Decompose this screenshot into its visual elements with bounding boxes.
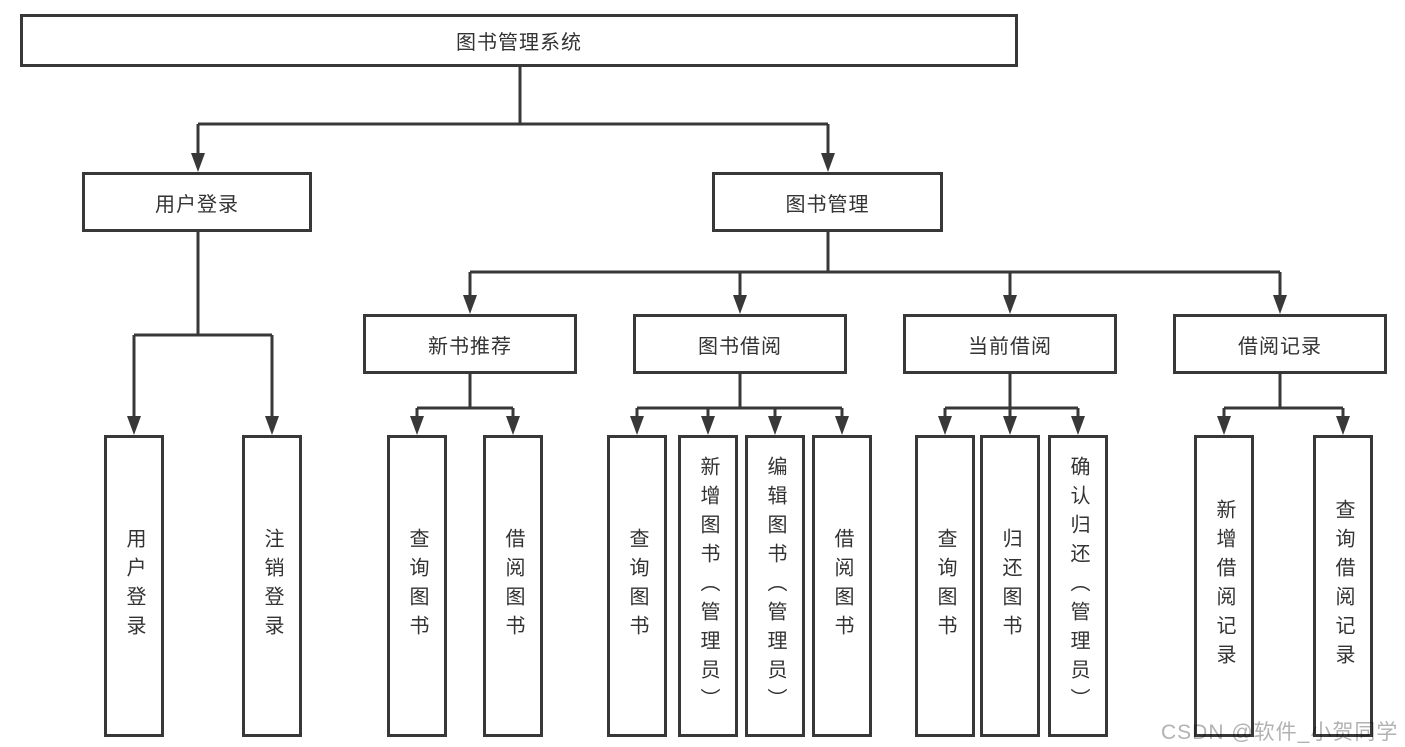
leaf-edit-books-admin: 编辑图书（管理员） <box>745 435 805 737</box>
node-label: 借阅图书 <box>502 528 524 644</box>
leaf-borrow-books-2: 借阅图书 <box>812 435 872 737</box>
node-label: 新书推荐 <box>428 335 512 358</box>
node-label: 确认归还（管理员） <box>1067 455 1089 717</box>
node-label: 新增借阅记录 <box>1213 499 1235 673</box>
node-label: 注销登录 <box>261 528 283 644</box>
node-label: 借阅记录 <box>1238 335 1322 358</box>
node-root-system: 图书管理系统 <box>20 14 1018 67</box>
node-label: 归还图书 <box>999 528 1021 644</box>
node-book-borrowing: 图书借阅 <box>633 314 847 374</box>
connector-book-mgmt-to-level3 <box>468 232 1282 300</box>
node-label: 查询图书 <box>626 528 648 644</box>
leaf-return-books: 归还图书 <box>980 435 1040 737</box>
node-label: 编辑图书（管理员） <box>764 455 786 717</box>
node-borrowing-records: 借阅记录 <box>1173 314 1387 374</box>
leaf-borrow-books-1: 借阅图书 <box>483 435 543 737</box>
leaf-confirm-return-admin: 确认归还（管理员） <box>1048 435 1108 737</box>
node-label: 查询借阅记录 <box>1332 499 1354 673</box>
node-label: 新增图书（管理员） <box>697 455 719 717</box>
arrowheads <box>127 153 1350 435</box>
node-label: 用户登录 <box>155 193 239 216</box>
connector-user-login-branch <box>132 232 274 421</box>
connector-borrow-record-branch <box>1222 374 1345 421</box>
node-label: 图书管理 <box>785 193 870 216</box>
connector-root-to-level2 <box>196 67 830 160</box>
leaf-query-borrow-record: 查询借阅记录 <box>1313 435 1373 737</box>
leaf-query-books-2: 查询图书 <box>607 435 667 737</box>
node-label: 图书管理系统 <box>456 32 582 54</box>
connector-book-borrow-branch <box>635 374 844 421</box>
leaf-user-login: 用户登录 <box>104 435 164 737</box>
node-user-login-module: 用户登录 <box>82 172 312 232</box>
leaf-query-books-1: 查询图书 <box>387 435 447 737</box>
node-label: 借阅图书 <box>831 528 853 644</box>
node-current-borrowing: 当前借阅 <box>903 314 1117 374</box>
node-book-management-module: 图书管理 <box>712 172 943 232</box>
leaf-add-books-admin: 新增图书（管理员） <box>678 435 738 737</box>
node-label: 查询图书 <box>934 528 956 644</box>
leaf-add-borrow-record: 新增借阅记录 <box>1194 435 1254 737</box>
leaf-query-books-3: 查询图书 <box>915 435 975 737</box>
node-label: 用户登录 <box>123 528 145 644</box>
node-new-book-recommend: 新书推荐 <box>363 314 577 374</box>
connector-current-borrow-branch <box>943 374 1080 421</box>
leaf-logout: 注销登录 <box>242 435 302 737</box>
node-label: 图书借阅 <box>698 335 782 358</box>
connector-new-book-branch <box>415 374 515 421</box>
node-label: 查询图书 <box>406 528 428 644</box>
node-label: 当前借阅 <box>968 335 1052 358</box>
